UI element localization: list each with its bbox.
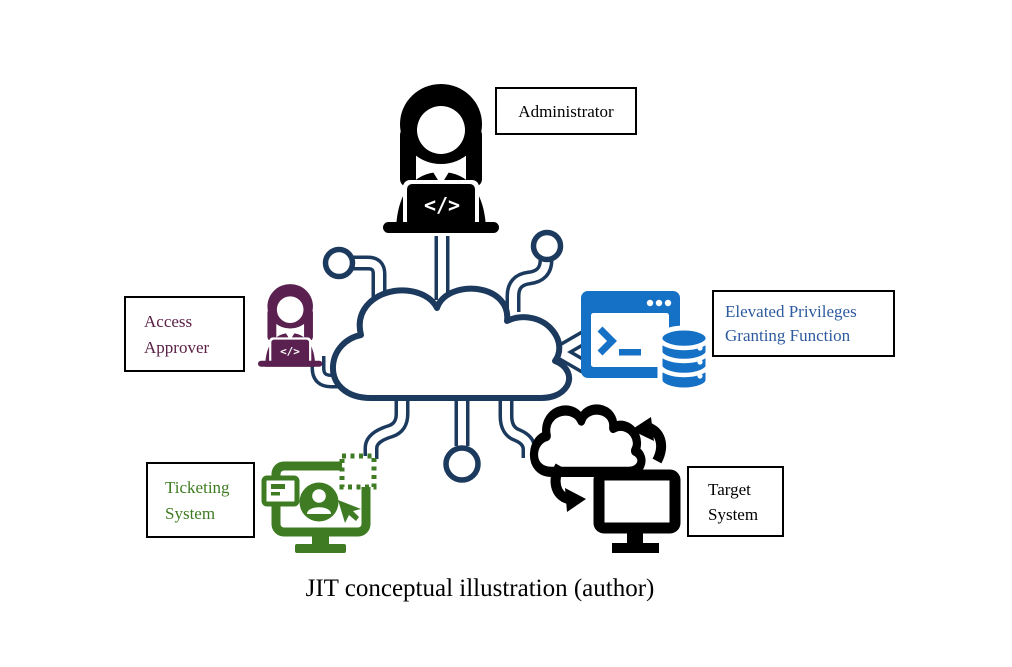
central-cloud-icon	[333, 289, 569, 398]
label-box-target-system: Target System	[687, 466, 784, 537]
label-text: System	[708, 505, 759, 524]
prompt-underscore-icon	[619, 349, 641, 356]
cloud-icon	[534, 410, 641, 472]
terminal-window-icon	[581, 291, 680, 378]
database-icon	[657, 325, 711, 393]
computer-base	[612, 543, 659, 553]
label-text: Access	[144, 312, 193, 331]
monitor-stand	[312, 532, 329, 544]
label-text: Approver	[144, 338, 210, 357]
label-box-elevated-privileges: Elevated Privileges Granting Function	[712, 290, 895, 357]
label-text: Granting Function	[725, 326, 851, 345]
target-system-icon	[534, 410, 681, 553]
laptop-code-icon: </>	[424, 193, 460, 217]
label-box-administrator: Administrator	[495, 87, 637, 135]
pipe-terminal-circle	[530, 229, 564, 263]
cursor-icon	[338, 500, 361, 523]
computer-monitor-icon	[593, 469, 681, 534]
label-text: System	[165, 504, 216, 523]
diagram-caption: JIT conceptual illustration (author)	[305, 575, 655, 602]
label-box-access-approver: Access Approver	[124, 296, 245, 372]
label-text: Elevated Privileges	[725, 302, 857, 321]
pipe-terminal-circle	[443, 445, 481, 483]
prompt-chevron-icon	[597, 326, 617, 356]
monitor-base	[295, 544, 346, 553]
pipe-terminal-circle	[322, 246, 356, 280]
label-text: Target	[708, 480, 751, 499]
cloud-connector-pipes	[310, 229, 589, 483]
label-text: Administrator	[518, 102, 614, 121]
laptop-code-icon: </>	[280, 345, 300, 358]
dotted-selection-icon	[339, 453, 377, 490]
sync-arrows-icon	[550, 417, 667, 512]
ticketing-system-icon	[261, 453, 377, 553]
computer-stand	[627, 532, 643, 545]
label-text: Ticketing	[165, 478, 230, 497]
label-box-ticketing-system: Ticketing System	[146, 462, 255, 538]
ticket-card-icon	[261, 475, 300, 507]
